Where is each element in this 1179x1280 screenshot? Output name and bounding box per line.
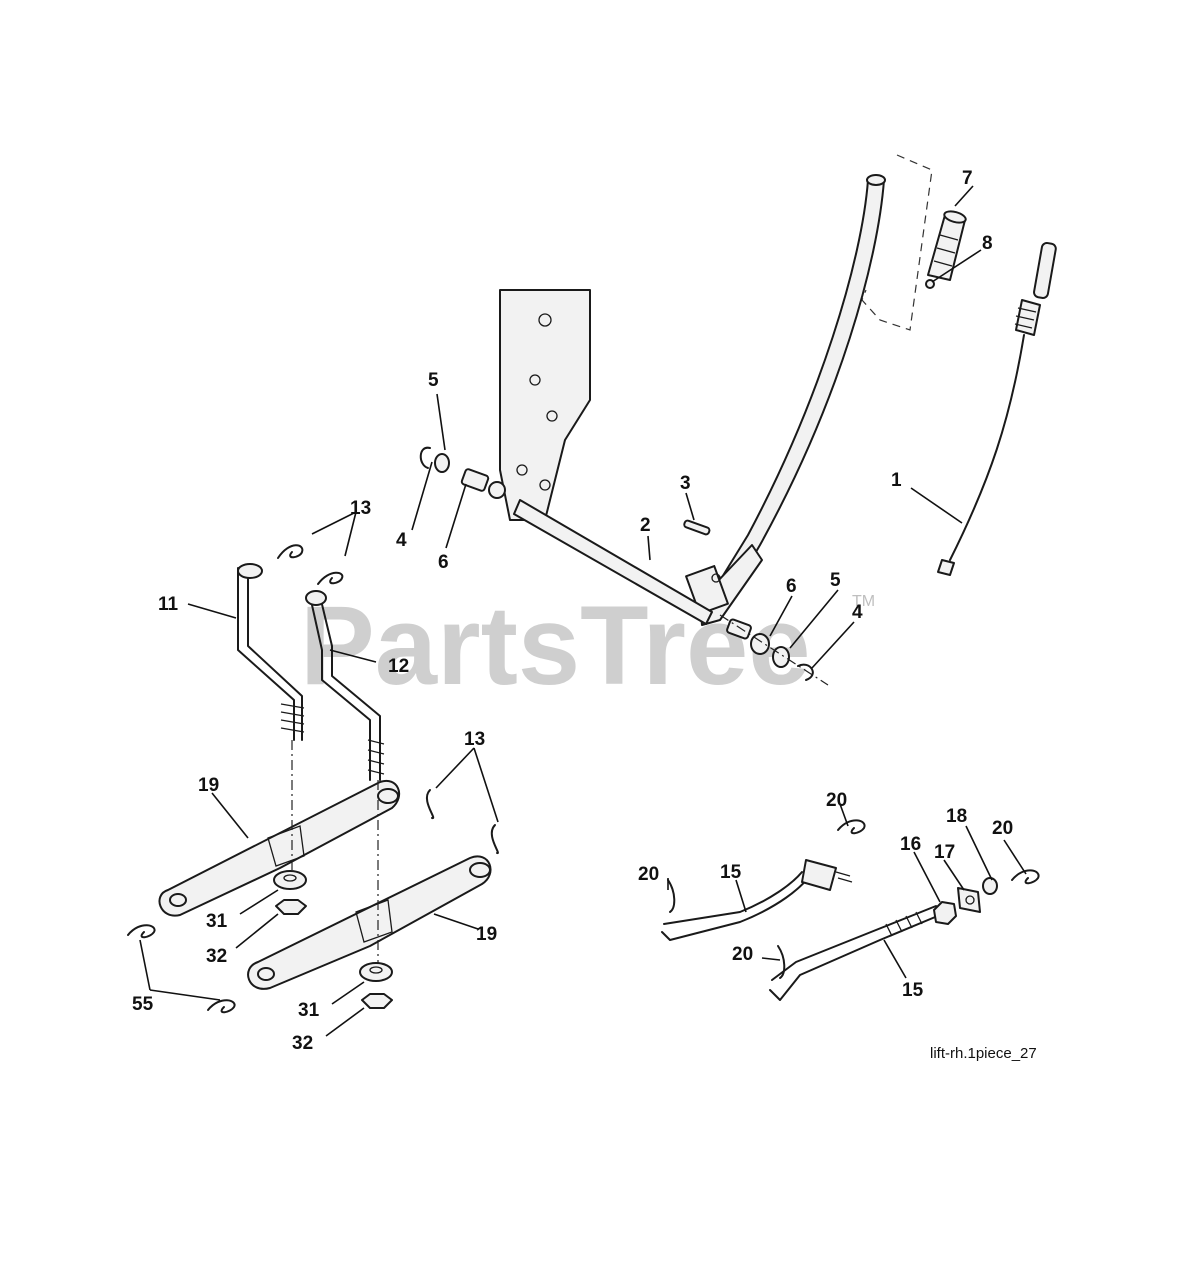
- callout-11: 11: [158, 594, 179, 615]
- callout-15: 15: [902, 980, 924, 1001]
- callout-17: 17: [934, 842, 955, 863]
- left-bushing-washer-clip: [419, 446, 490, 492]
- callout-31: 31: [298, 1000, 320, 1021]
- callout-labels: 7 8 1 5 4 6 3 2 6 5 4 13 11 12 13 19 31 …: [132, 168, 1013, 1054]
- callout-20: 20: [992, 818, 1013, 839]
- callout-16: 16: [900, 834, 921, 855]
- callout-15: 15: [720, 862, 742, 883]
- callout-6: 6: [438, 552, 449, 573]
- callout-4: 4: [396, 530, 407, 551]
- callout-3: 3: [680, 473, 691, 494]
- cable-part-1: [937, 241, 1057, 576]
- callout-20: 20: [638, 864, 659, 885]
- watermark-trademark: TM: [852, 593, 875, 610]
- callout-7: 7: [962, 168, 973, 189]
- lift-lever: [685, 174, 886, 626]
- callout-55: 55: [132, 994, 154, 1015]
- callout-19: 19: [198, 775, 219, 796]
- leader-lines: [139, 185, 1027, 1037]
- callout-4: 4: [852, 602, 863, 623]
- callout-32: 32: [292, 1033, 313, 1054]
- diagram-caption: lift-rh.1piece_27: [930, 1045, 1037, 1062]
- callout-8: 8: [982, 233, 993, 254]
- lift-rod-left: [237, 563, 305, 741]
- hairpin-clips-top: [277, 544, 344, 585]
- callout-12: 12: [388, 656, 409, 677]
- lift-rod-right: [305, 590, 385, 781]
- hairpin-clips-mid: [425, 789, 499, 854]
- adjuster-nut-block-washer: [933, 877, 998, 925]
- hairpin-clips-55: [127, 924, 236, 1014]
- callout-19: 19: [476, 924, 497, 945]
- callout-6: 6: [786, 576, 797, 597]
- callout-5: 5: [830, 570, 841, 591]
- hairpin-clips-20: [667, 819, 1040, 979]
- callout-32: 32: [206, 946, 227, 967]
- lift-shaft: [488, 289, 713, 625]
- callout-20: 20: [826, 790, 847, 811]
- callout-1: 1: [891, 470, 902, 491]
- callout-2: 2: [640, 515, 651, 536]
- lift-arm-lower: [247, 855, 492, 990]
- callout-13: 13: [350, 498, 371, 519]
- right-bushing-washer-clip: [719, 614, 829, 686]
- pin-part-3: [683, 519, 711, 536]
- lift-arm-upper: [158, 779, 401, 917]
- callout-20: 20: [732, 944, 753, 965]
- spacer-nut-lower: [359, 962, 393, 1009]
- adjuster-rod-upper: [661, 859, 853, 941]
- spacer-nut-upper: [273, 870, 307, 915]
- callout-13: 13: [464, 729, 485, 750]
- handle-grip: [925, 210, 967, 289]
- callout-18: 18: [946, 806, 967, 827]
- callout-31: 31: [206, 911, 228, 932]
- callout-5: 5: [428, 370, 439, 391]
